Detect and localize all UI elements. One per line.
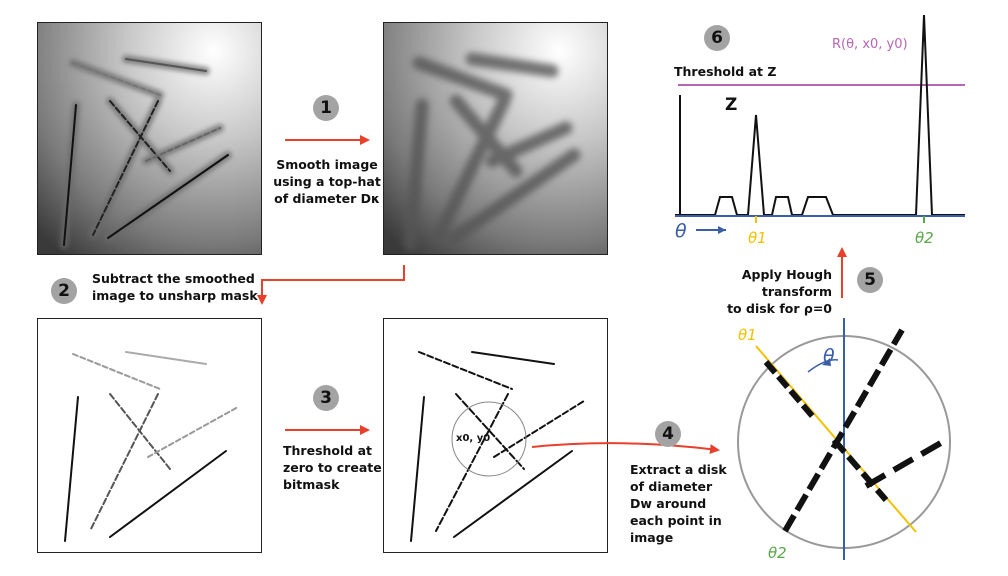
unsharp-mask-panel (37, 318, 262, 553)
unsharp-mask-image (64, 351, 239, 542)
smoothed-image-panel (383, 22, 608, 255)
step-4-label: Extract a disk of diameter Dw around eac… (630, 462, 727, 545)
original-image (38, 23, 261, 254)
theta-axis-arrow (718, 226, 726, 234)
step-4-badge: 4 (655, 421, 681, 447)
step-6-badge: 6 (704, 25, 730, 51)
theta2-plot-label: θ2 (915, 229, 934, 247)
step-5-label: Apply Hough transform to disk for ρ=0 (727, 267, 832, 316)
smoothed-image (384, 23, 607, 254)
extracted-disk-circle (451, 401, 527, 477)
step-2-label: Subtract the smoothed image to unsharp m… (92, 271, 258, 303)
original-image-panel (37, 22, 262, 255)
disk-theta1-label: θ1 (738, 326, 757, 344)
threshold-z-label: Z (725, 95, 737, 115)
theta-axis-label: θ (675, 220, 687, 242)
bitmask-panel: x0, y0 (383, 318, 608, 553)
step-3-badge: 3 (313, 385, 339, 411)
step-2-badge: 2 (51, 278, 77, 304)
bitmask-image (410, 351, 585, 542)
step-1-label: Smooth image using a top-hat of diameter… (273, 157, 381, 206)
disk-point-label: x0, y0 (456, 433, 491, 444)
step-3-label: Threshold at zero to create bitmask (283, 443, 382, 492)
disk-theta2-label: θ2 (768, 544, 787, 562)
step-5-badge: 5 (857, 267, 883, 293)
unrelated-dashed-line (864, 437, 948, 489)
step-1-badge: 1 (313, 95, 339, 121)
theta1-plot-label: θ1 (748, 229, 767, 247)
disk-theta-label: θ (823, 345, 835, 367)
arrow-step-2 (257, 265, 405, 305)
theta-rotation-arc (807, 359, 839, 373)
theta2-dashed-line (782, 328, 905, 533)
hough-disk: θ θ1 θ2 (737, 318, 951, 562)
hough-profile-plot: Z R(θ, x0, y0) θ θ1 θ2 (675, 15, 965, 247)
peak-function-label: R(θ, x0, y0) (832, 37, 908, 52)
step-6-label: Threshold at Z (674, 64, 777, 79)
